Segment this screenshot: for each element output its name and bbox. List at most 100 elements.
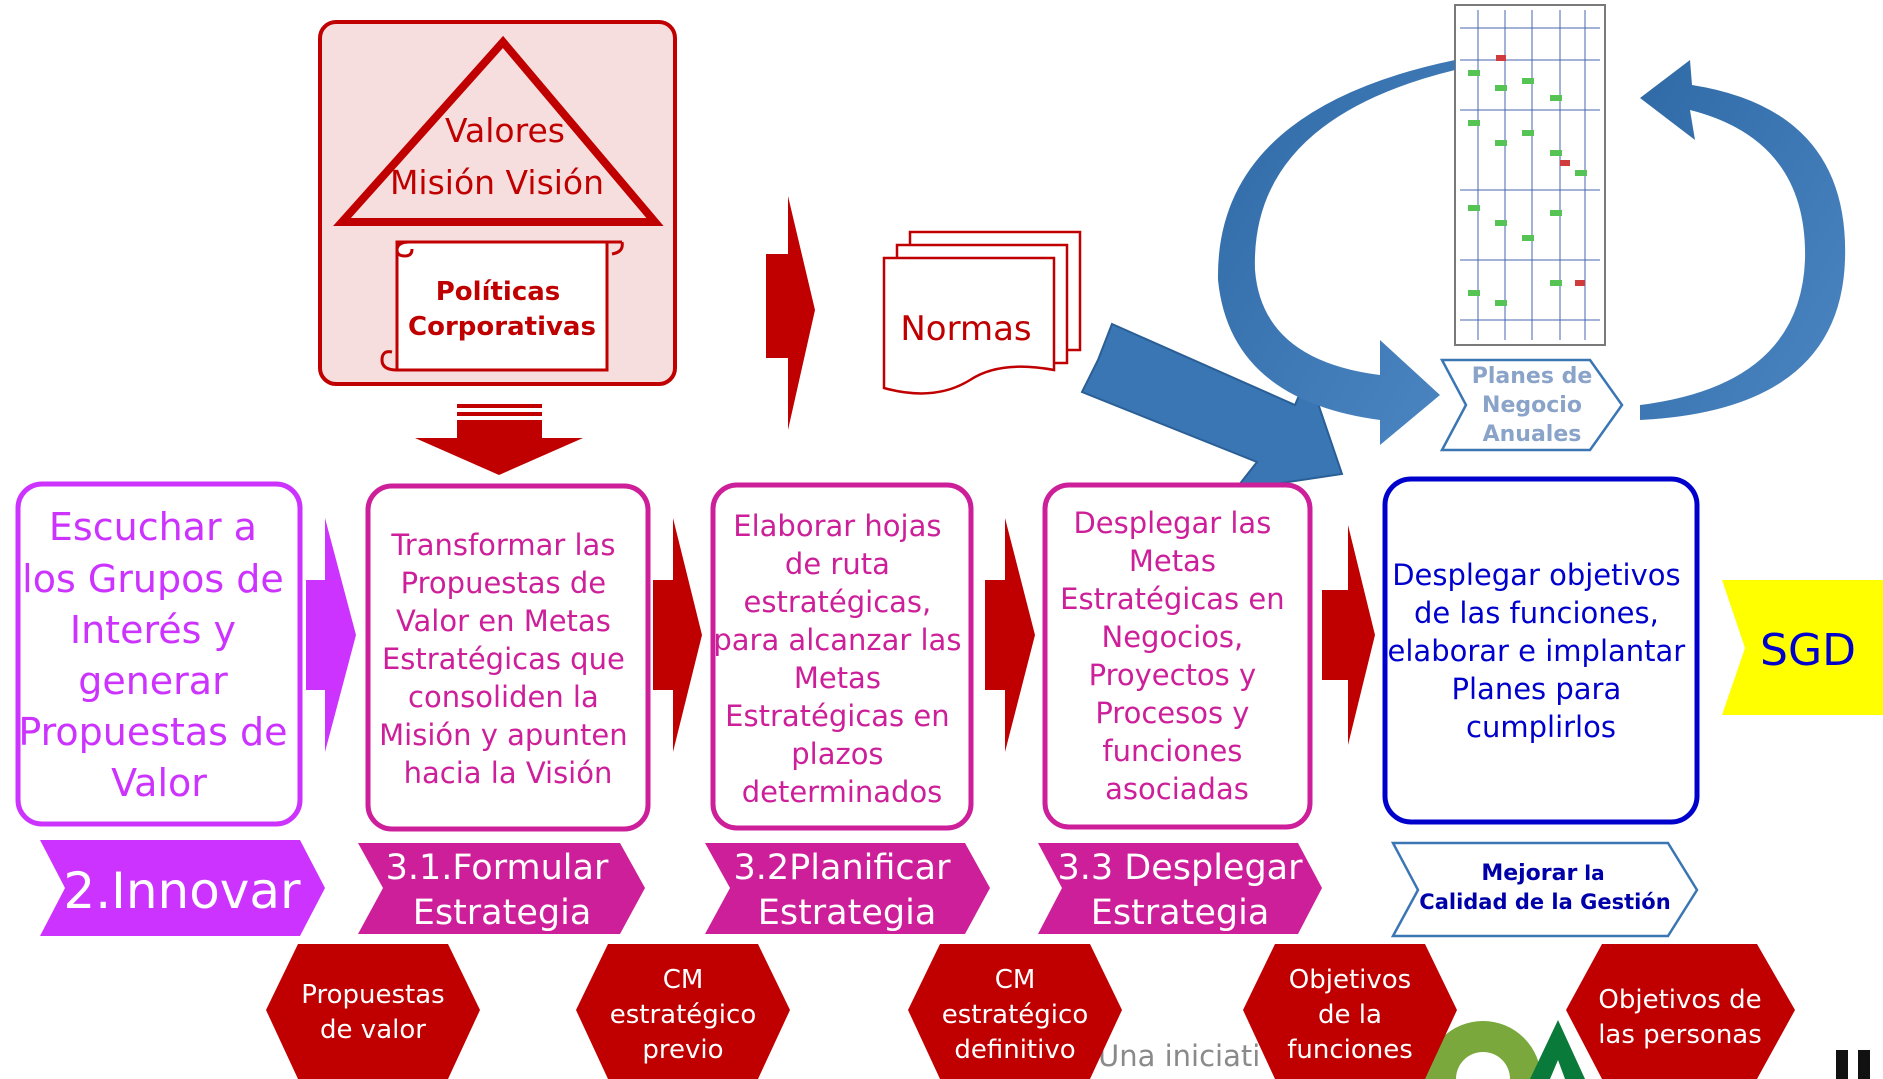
step3-line6: Estratégicas en xyxy=(725,699,949,733)
footer-text: Una iniciati xyxy=(1098,1039,1260,1073)
svg-text:Desplegar objetivos de l: Desplegar objetivos de las funciones, el… xyxy=(1388,558,1695,744)
step2-line6: Misión y apunten xyxy=(379,718,628,752)
scroll-line1: Políticas xyxy=(436,277,561,307)
label-formular-line1: 3.1.Formular xyxy=(386,848,609,888)
hex5-line2: las personas xyxy=(1598,1020,1762,1050)
label-planificar: 3.2Planificar Estrategia xyxy=(705,843,990,934)
hex2-line3: previo xyxy=(642,1035,723,1065)
hex-objetivos-personas: Objetivos de las personas xyxy=(1566,944,1795,1079)
label-desplegar-line2: Estrategia xyxy=(1091,893,1270,933)
label-mejorar-rest: la xyxy=(1577,861,1604,885)
step1-line5: Propuestas de xyxy=(18,710,287,754)
step1-line2: los Grupos de xyxy=(22,557,284,601)
step5-line4: Planes para xyxy=(1452,672,1622,706)
step-mejorar-box: Desplegar objetivos de las funciones, el… xyxy=(1382,476,1700,825)
label-desplegar: 3.3 Desplegar Estrategia xyxy=(1038,843,1322,934)
step4-line5: Proyectos y xyxy=(1089,658,1257,692)
label-formular-line2: Estrategia xyxy=(413,893,592,933)
hex1-line2: de valor xyxy=(320,1015,426,1045)
cycle-arrows xyxy=(1217,60,1846,445)
hex1-line1: Propuestas xyxy=(301,980,444,1010)
label-desplegar-line1: 3.3 Desplegar xyxy=(1057,848,1303,888)
down-arrow xyxy=(415,404,583,475)
triangle-line2: Misión Visión xyxy=(390,163,604,202)
step2-line1: Transformar las xyxy=(390,528,615,562)
hex2-line1: CM xyxy=(663,965,704,995)
policies-scroll: Políticas Corporativas xyxy=(380,240,624,372)
hex4-line1: Objetivos xyxy=(1289,965,1411,995)
hex5-line1: Objetivos de xyxy=(1598,985,1761,1015)
step5-line1: Desplegar objetivos xyxy=(1392,558,1680,592)
label-planificar-line2: Estrategia xyxy=(758,893,937,933)
step5-line2: de las funciones, xyxy=(1414,596,1659,630)
step2-line4: Estratégicas que xyxy=(382,642,625,676)
step1-line6: Valor xyxy=(111,761,207,805)
planes-line1: Planes de xyxy=(1472,364,1593,389)
hex-propuestas: Propuestas de valor xyxy=(266,944,480,1079)
step2-line2: Propuestas de xyxy=(401,566,606,600)
label-formular: 3.1.Formular Estrategia xyxy=(358,843,645,934)
step3-line5: Metas xyxy=(794,661,881,695)
step2-line7: hacia la Visión xyxy=(404,756,613,790)
hex4-line2: de la xyxy=(1318,1000,1382,1030)
step2-line5: consoliden la xyxy=(408,680,599,714)
svg-text:Desplegar las Metas: Desplegar las Metas Estratégicas en Nego… xyxy=(1060,506,1294,806)
step4-line4: Negocios, xyxy=(1102,620,1244,654)
arrow-4-5 xyxy=(1322,525,1375,745)
arrow-2-3 xyxy=(653,518,702,752)
step3-line7: plazos xyxy=(791,737,883,771)
step3-line3: estratégicas, xyxy=(744,585,932,619)
step-formular-box: Transformar las Propuestas de Valor en M… xyxy=(365,483,651,832)
logo xyxy=(1425,1020,1870,1079)
step4-line7: funciones xyxy=(1102,734,1242,768)
values-triangle xyxy=(333,35,664,226)
hex-cm-definitivo: CM estratégico definitivo xyxy=(908,944,1122,1079)
step5-line3: elaborar e implantar xyxy=(1388,634,1686,668)
hex-cm-previo: CM estratégico previo xyxy=(576,944,790,1079)
svg-text:Transformar las Propuest: Transformar las Propuestas de Valor en M… xyxy=(379,528,637,790)
step4-line2: Metas xyxy=(1129,544,1216,578)
label-innovar: 2.Innovar xyxy=(40,840,325,936)
hex3-line3: definitivo xyxy=(954,1035,1075,1065)
planes-line3: Anuales xyxy=(1483,422,1582,447)
step4-line6: Procesos y xyxy=(1095,696,1249,730)
step1-line3: Interés y xyxy=(70,608,236,652)
label-mejorar-bold: Mejorar xyxy=(1481,861,1577,886)
step3-line2: de ruta xyxy=(785,547,890,581)
blue-diagonal-arrow xyxy=(1080,322,1344,492)
planes-label: Planes de Negocio Anuales xyxy=(1439,358,1624,452)
step5-line5: cumplirlos xyxy=(1466,710,1616,744)
step4-line8: asociadas xyxy=(1105,772,1249,806)
arrow-1-2 xyxy=(306,518,356,752)
sgd-label: SGD xyxy=(1760,625,1856,676)
triangle-line1: Valores xyxy=(445,111,565,150)
step4-line3: Estratégicas en xyxy=(1060,582,1284,616)
step-innovar-box: Escuchar a los Grupos de Interés y gener… xyxy=(15,481,303,827)
sgd-arrow: SGD xyxy=(1722,580,1883,715)
step4-line1: Desplegar las xyxy=(1073,506,1271,540)
step2-line3: Valor en Metas xyxy=(396,604,611,638)
arrow-3-4 xyxy=(985,518,1035,752)
step1-line4: generar xyxy=(78,659,228,703)
planes-line2: Negocio xyxy=(1482,393,1582,418)
step3-line8: determinados xyxy=(742,775,943,809)
step1-line1: Escuchar a xyxy=(49,505,257,549)
hex2-line2: estratégico xyxy=(610,1000,756,1030)
normas-docs: Normas xyxy=(882,230,1082,395)
svg-text:Mejorar la: Mejorar la xyxy=(1481,861,1604,886)
svg-text:Escuchar a los Grupos de: Escuchar a los Grupos de Interés y gener… xyxy=(18,505,299,805)
values-panel: Valores Misión Visión Políticas Corporat… xyxy=(318,20,677,386)
step3-line1: Elaborar hojas xyxy=(733,509,941,543)
label-innovar-text: 2.Innovar xyxy=(63,862,301,920)
hex4-line3: funciones xyxy=(1287,1035,1413,1065)
scroll-line2: Corporativas xyxy=(408,312,596,342)
label-mejorar-line2: Calidad de la Gestión xyxy=(1419,890,1670,914)
red-chevron-top xyxy=(766,196,815,430)
hex-objetivos-funciones: Objetivos de la funciones xyxy=(1243,944,1457,1079)
step-desplegar-box: Desplegar las Metas Estratégicas en Nego… xyxy=(1042,482,1313,830)
label-planificar-line1: 3.2Planificar xyxy=(734,848,952,888)
step3-line4: para alcanzar las xyxy=(713,623,961,657)
svg-text:Elaborar hojas de ruta: Elaborar hojas de ruta estratégicas, par… xyxy=(713,509,970,809)
step-planificar-box: Elaborar hojas de ruta estratégicas, par… xyxy=(710,482,974,831)
